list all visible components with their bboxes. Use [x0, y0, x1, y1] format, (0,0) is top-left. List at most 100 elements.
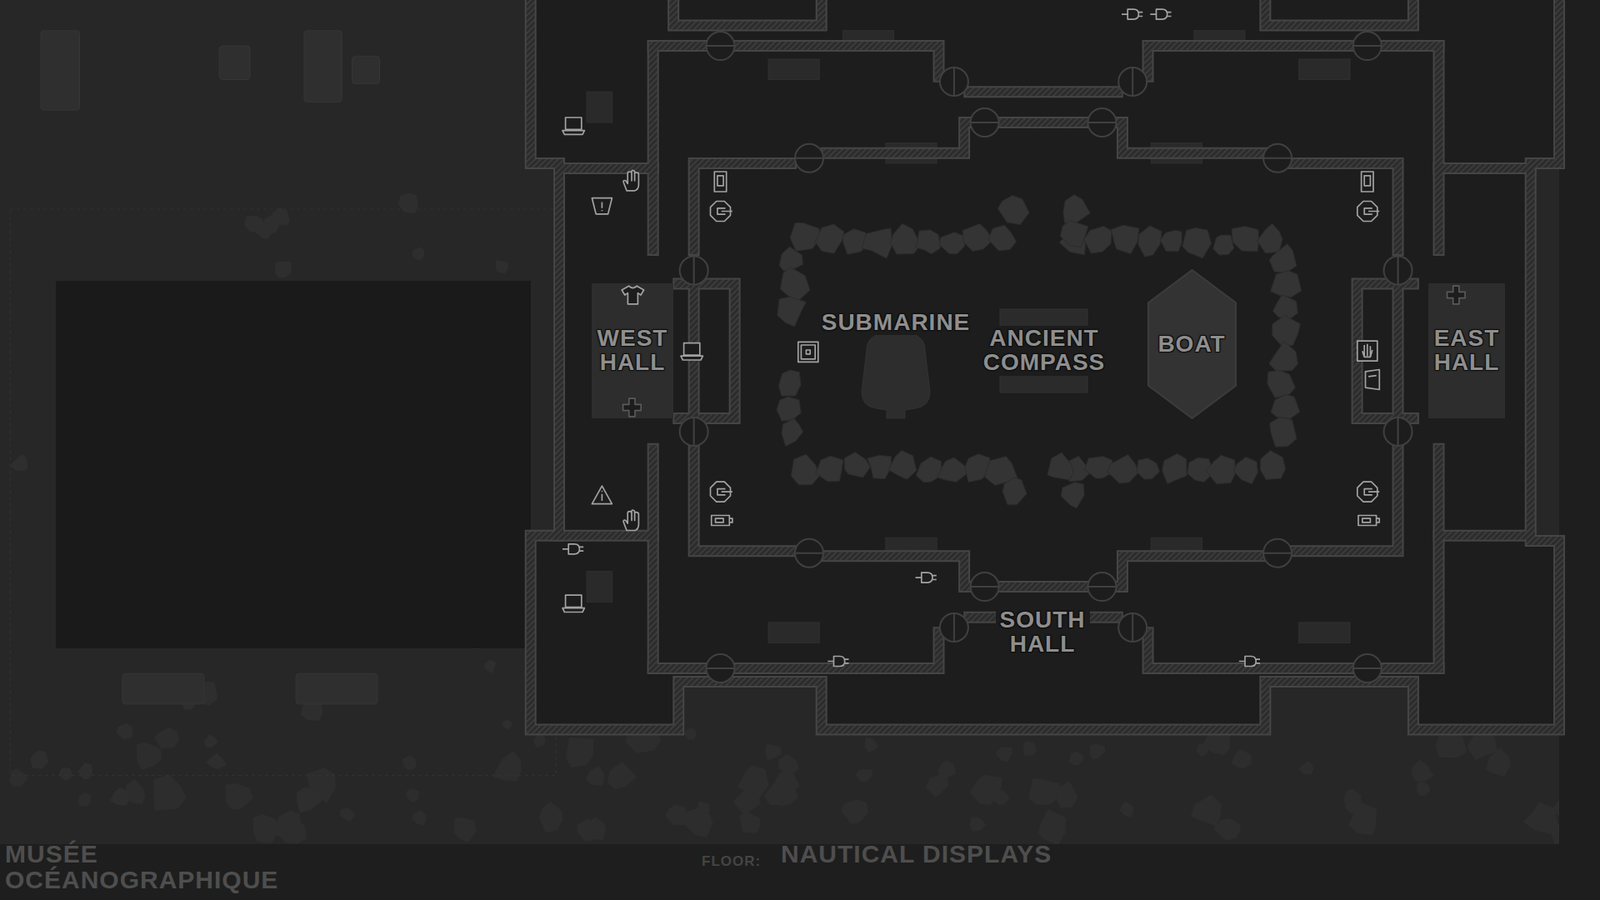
wall-fill	[736, 45, 939, 77]
ground-stone	[405, 789, 420, 802]
rock	[781, 418, 804, 446]
rock	[962, 224, 993, 252]
wall-edge	[1000, 116, 1087, 129]
handbox-icon	[1357, 340, 1378, 361]
ground-stone	[136, 742, 162, 771]
east-edge	[1559, 0, 1600, 845]
door-leaf	[693, 417, 695, 446]
parked-object	[304, 30, 342, 103]
ground-stone	[9, 768, 29, 787]
ground-stone	[1416, 781, 1430, 796]
display-case	[768, 59, 820, 80]
rock	[790, 454, 820, 485]
plug-icon	[562, 544, 584, 555]
ground-stone	[970, 817, 987, 833]
ground-stone	[255, 224, 274, 240]
wall-fill	[1291, 449, 1398, 551]
laptop-icon	[562, 595, 585, 612]
door-leaf	[1353, 45, 1382, 47]
display-case	[1299, 59, 1350, 80]
parked-object	[122, 673, 205, 705]
ground-stone	[411, 810, 426, 826]
wall-edge	[559, 530, 654, 542]
door-leaf	[705, 667, 735, 670]
wall-fill	[1435, 449, 1444, 669]
wall-fill	[653, 664, 705, 673]
icons	[562, 9, 1380, 666]
door-leaf	[795, 552, 824, 555]
lot-border	[10, 209, 556, 776]
exhibit-label: SUBMARINE	[817, 310, 975, 336]
wall-edge	[1117, 555, 1264, 587]
laptop-icon	[680, 343, 703, 360]
wall-edge	[678, 283, 735, 419]
rock	[1231, 226, 1259, 252]
wall-edge	[736, 632, 939, 669]
door-swing	[940, 613, 969, 642]
ground-stone	[492, 750, 522, 782]
ground-stone	[576, 818, 598, 842]
rock	[937, 457, 970, 482]
door-leaf	[970, 121, 1000, 124]
wall-fill	[826, 555, 970, 587]
door-swing	[1384, 417, 1413, 446]
door-swing	[1384, 255, 1413, 285]
building-floor	[530, 0, 1560, 730]
plug-icon	[827, 656, 849, 667]
wall-edge	[647, 45, 660, 250]
door-leaf	[1131, 613, 1134, 642]
rock	[861, 228, 893, 259]
door-swing	[1353, 654, 1382, 683]
rock	[1060, 482, 1085, 509]
wall-edge	[653, 40, 705, 52]
ground-stone	[1055, 781, 1079, 809]
exhibit-label: ANCIENT COMPASS	[979, 325, 1110, 375]
wall-edge	[1000, 580, 1087, 593]
octagon-icon	[710, 201, 733, 222]
wall-fill	[1148, 45, 1353, 77]
door-swing	[940, 67, 969, 96]
battery-icon	[711, 515, 733, 526]
door-leaf	[970, 585, 1000, 588]
rock	[1257, 223, 1284, 254]
plug-icon	[1150, 9, 1171, 20]
rock-border	[776, 195, 1302, 509]
safe-icon	[798, 341, 819, 362]
wall-fill	[1117, 555, 1264, 587]
door-leaf	[1131, 67, 1134, 96]
wall-fill	[1439, 164, 1531, 173]
door-swing	[970, 108, 1000, 137]
wall-fill	[1265, 0, 1414, 26]
wall-edge	[647, 449, 660, 669]
wall-edge	[1439, 162, 1531, 175]
wall-edge	[1265, 0, 1414, 26]
parked-object	[219, 45, 250, 80]
ground-stone	[484, 659, 497, 674]
ground-stone	[1196, 743, 1209, 756]
door-leaf	[795, 157, 824, 160]
ground-stone	[495, 260, 510, 274]
wall-fill	[1148, 632, 1353, 669]
warn-icon	[591, 198, 612, 215]
room-strip: EAST HALL	[1428, 283, 1506, 419]
parked-object	[351, 55, 380, 84]
wall-edge	[969, 85, 1118, 98]
rock	[1060, 220, 1088, 248]
boat-display: BOAT	[1148, 270, 1236, 419]
ground-stone	[401, 755, 417, 771]
ground-stone	[276, 810, 302, 840]
octagon-icon	[1357, 201, 1380, 222]
wall-fill	[1439, 531, 1531, 540]
rock	[844, 452, 870, 478]
door-leaf	[693, 255, 695, 285]
wall-fill	[1000, 118, 1087, 127]
rock	[1110, 225, 1140, 254]
ground-stone	[1411, 759, 1435, 782]
wall-fill	[1382, 41, 1439, 50]
doorI-icon	[1365, 370, 1380, 390]
rock	[1047, 452, 1074, 480]
ground-stone	[253, 814, 280, 844]
parked-object	[295, 673, 378, 705]
ground-stone	[1485, 747, 1511, 777]
doors	[680, 31, 1413, 683]
